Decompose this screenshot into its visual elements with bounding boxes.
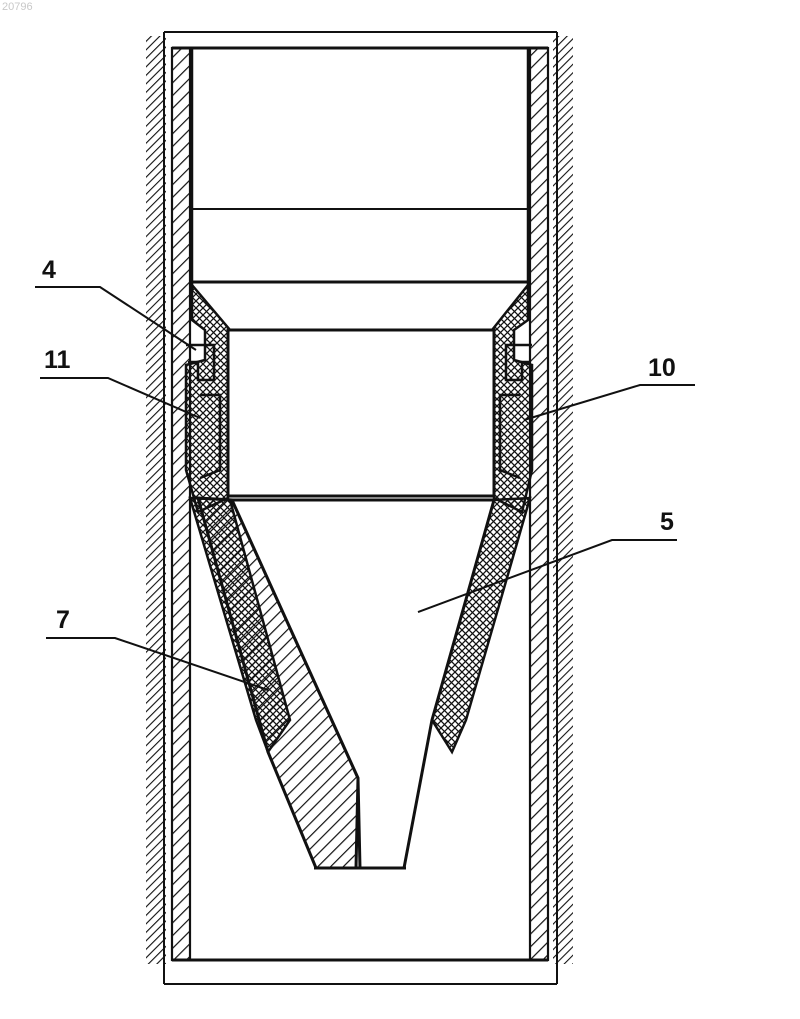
label-11: 11 <box>44 346 71 374</box>
left-packer-seal <box>186 285 230 512</box>
right-packer-seal <box>492 285 532 512</box>
leader-10 <box>524 385 695 420</box>
label-10: 10 <box>648 354 676 382</box>
label-7: 7 <box>56 606 70 634</box>
packer-mandrel <box>228 330 494 496</box>
label-4: 4 <box>42 256 56 284</box>
right-liner-wall <box>530 48 548 960</box>
upper-bore <box>192 48 528 285</box>
label-5: 5 <box>660 508 674 536</box>
document-id: 20796 <box>2 1 33 13</box>
left-liner-wall <box>172 48 190 960</box>
